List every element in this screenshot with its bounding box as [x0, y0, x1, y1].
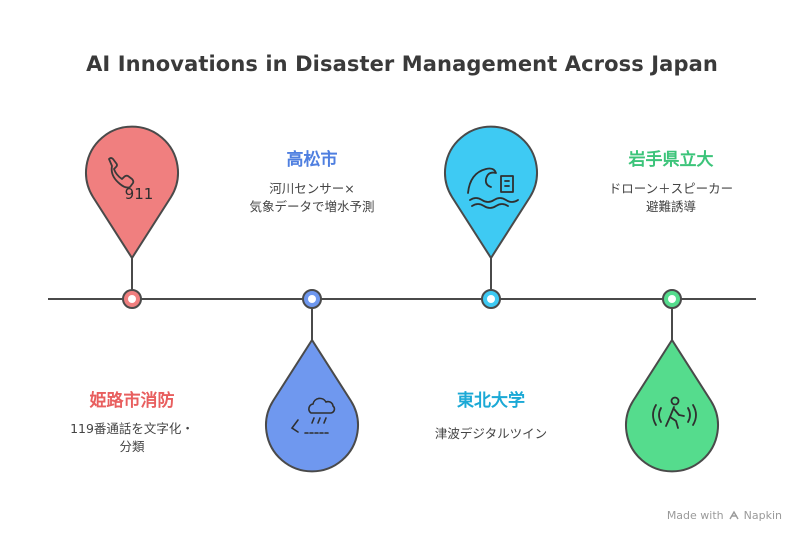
- walking-person-icon: [652, 396, 697, 429]
- credit-brand: Napkin: [743, 509, 782, 522]
- marker-himeji: 911: [85, 125, 179, 309]
- marker-tohoku: [444, 125, 538, 309]
- rain-cloud-icon: [290, 397, 336, 434]
- pin-takamatsu: [265, 338, 359, 473]
- desc-tohoku: 津波デジタルツイン: [434, 426, 548, 441]
- page-title: AI Innovations in Disaster Management Ac…: [86, 52, 718, 76]
- label-himeji: 姫路市消防: [89, 391, 175, 411]
- label-tohoku: 東北大学: [457, 391, 525, 411]
- desc-takamatsu: 河川センサー× 気象データで増水予測: [249, 181, 375, 214]
- desc-himeji: 119番通話を文字化・ 分類: [70, 421, 194, 454]
- pin-tohoku: [444, 125, 538, 260]
- tsunami-wave-icon: [467, 167, 519, 209]
- phone-911-icon: 911: [108, 157, 154, 203]
- label-iwate: 岩手県立大: [628, 150, 714, 170]
- napkin-logo-icon: [729, 510, 739, 519]
- pin-iwate: [625, 338, 719, 473]
- label-takamatsu: 高松市: [286, 150, 338, 170]
- marker-takamatsu: [265, 289, 359, 473]
- marker-iwate: [625, 289, 719, 473]
- credit-made-with: Made with: [666, 509, 724, 522]
- desc-iwate: ドローン＋スピーカー 避難誘導: [608, 181, 734, 214]
- napkin-credit[interactable]: Made with Napkin: [667, 509, 782, 522]
- icon-911-text: 911: [125, 185, 154, 203]
